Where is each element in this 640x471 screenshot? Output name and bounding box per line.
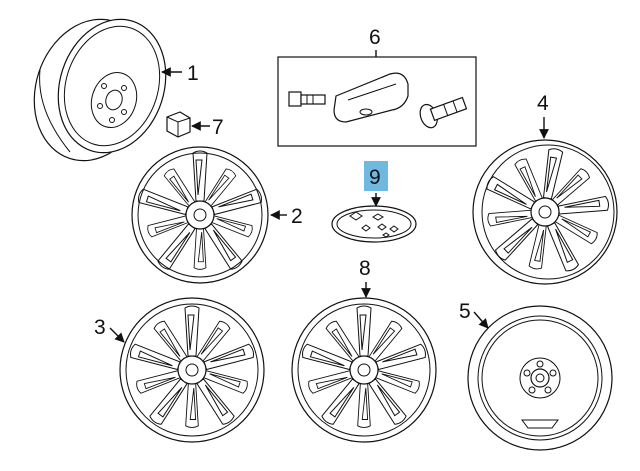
callout-1: 1 [187, 62, 199, 85]
callout-2: 2 [291, 205, 303, 228]
callout-5-leader [473, 311, 489, 329]
callout-7: 7 [212, 116, 224, 139]
callout-9-highlight [364, 161, 388, 191]
callout-6: 6 [369, 26, 381, 49]
callout-3: 3 [94, 316, 106, 339]
alloy-wheel-3-icon [119, 297, 265, 443]
alloy-wheel-8-icon [291, 297, 437, 443]
callout-3-leader [109, 327, 125, 343]
tpms-sensor-kit-icon [277, 56, 477, 147]
callout-4: 4 [537, 92, 549, 115]
alloy-wheel-4-icon [472, 139, 618, 285]
steel-wheel-icon [33, 18, 167, 162]
lug-nut-icon [166, 111, 191, 138]
alloy-wheel-2-icon [131, 146, 269, 284]
callout-9: 9 [369, 166, 381, 189]
callout-8: 8 [359, 257, 371, 280]
spare-wheel-icon [467, 305, 613, 451]
callout-5: 5 [459, 300, 471, 323]
subaru-emblem-icon [331, 205, 417, 243]
